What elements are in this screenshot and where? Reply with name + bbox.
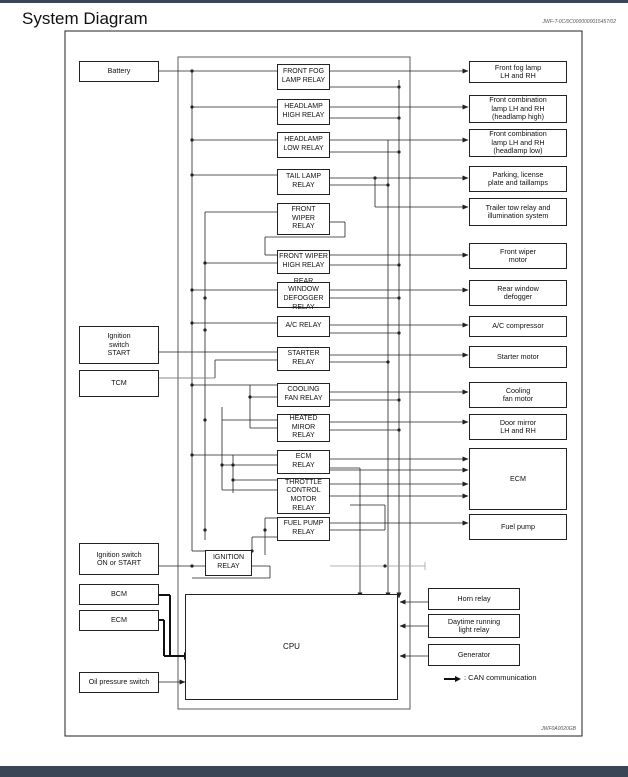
- battery-box: Battery: [79, 61, 159, 82]
- front-fog-lamp-relay: FRONT FOG LAMP RELAY: [277, 64, 330, 90]
- tcm-input-box: TCM: [79, 370, 159, 397]
- horn-relay-box: Horn relay: [428, 588, 520, 610]
- starter-relay: STARTER RELAY: [277, 347, 330, 371]
- ac-relay: A/C RELAY: [277, 316, 330, 337]
- generator-box: Generator: [428, 644, 520, 666]
- cooling-fan-motor-output: Cooling fan motor: [469, 382, 567, 408]
- bcm-input-box: BCM: [79, 584, 159, 605]
- parking-taillamps-output: Parking, license plate and taillamps: [469, 166, 567, 192]
- bottom-bar: [0, 766, 628, 777]
- cpu-box: CPU: [185, 594, 398, 700]
- oil-pressure-switch-box: Oil pressure switch: [79, 672, 159, 693]
- starter-motor-output: Starter motor: [469, 346, 567, 368]
- diagram-frame: [64, 30, 583, 737]
- ignition-switch-on-start-box: Ignition switch ON or START: [79, 543, 159, 575]
- front-fog-lamp-output: Front fog lamp LH and RH: [469, 61, 567, 83]
- fuel-pump-relay: FUEL PUMP RELAY: [277, 517, 330, 541]
- can-communication-legend: : CAN communication: [464, 673, 537, 682]
- headlamp-low-output: Front combination lamp LH and RH (headla…: [469, 129, 567, 157]
- front-wiper-motor-output: Front wiper motor: [469, 243, 567, 269]
- ignition-relay: IGNITION RELAY: [205, 550, 252, 576]
- ac-compressor-output: A/C compressor: [469, 316, 567, 337]
- front-wiper-relay: FRONT WIPER RELAY: [277, 203, 330, 235]
- ecm-input-box: ECM: [79, 610, 159, 631]
- page-title: System Diagram: [22, 9, 148, 28]
- headlamp-low-relay: HEADLAMP LOW RELAY: [277, 132, 330, 158]
- trailer-tow-output: Trailer tow relay and illumination syste…: [469, 198, 567, 226]
- rear-window-defogger-relay: REAR WINDOW DEFOGGER RELAY: [277, 278, 330, 311]
- front-wiper-high-relay: FRONT WIPER HIGH RELAY: [277, 250, 330, 274]
- tail-lamp-relay: TAIL LAMP RELAY: [277, 169, 330, 195]
- reference-code-top: JWF-T-0C/0C0000000015457/02: [542, 19, 616, 25]
- cooling-fan-relay: COOLING FAN RELAY: [277, 383, 330, 407]
- reference-code-bottom: JWF0A0020GB: [541, 726, 576, 732]
- ecm-relay: ECM RELAY: [277, 450, 330, 474]
- door-mirror-output: Door mirror LH and RH: [469, 414, 567, 440]
- top-bar: [0, 0, 628, 3]
- heated-mirror-relay: HEATED MIROR RELAY: [277, 414, 330, 442]
- rear-window-defogger-output: Rear window defogger: [469, 280, 567, 306]
- fuel-pump-output: Fuel pump: [469, 514, 567, 540]
- ignition-switch-start-box: Ignition switch START: [79, 326, 159, 364]
- ecm-output: ECM: [469, 448, 567, 510]
- ipdm-frame: [177, 56, 411, 710]
- daytime-running-light-relay-box: Daytime running light relay: [428, 614, 520, 638]
- headlamp-high-output: Front combination lamp LH and RH (headla…: [469, 95, 567, 123]
- headlamp-high-relay: HEADLAMP HIGH RELAY: [277, 99, 330, 125]
- throttle-control-motor-relay: THROTTLE CONTROL MOTOR RELAY: [277, 478, 330, 514]
